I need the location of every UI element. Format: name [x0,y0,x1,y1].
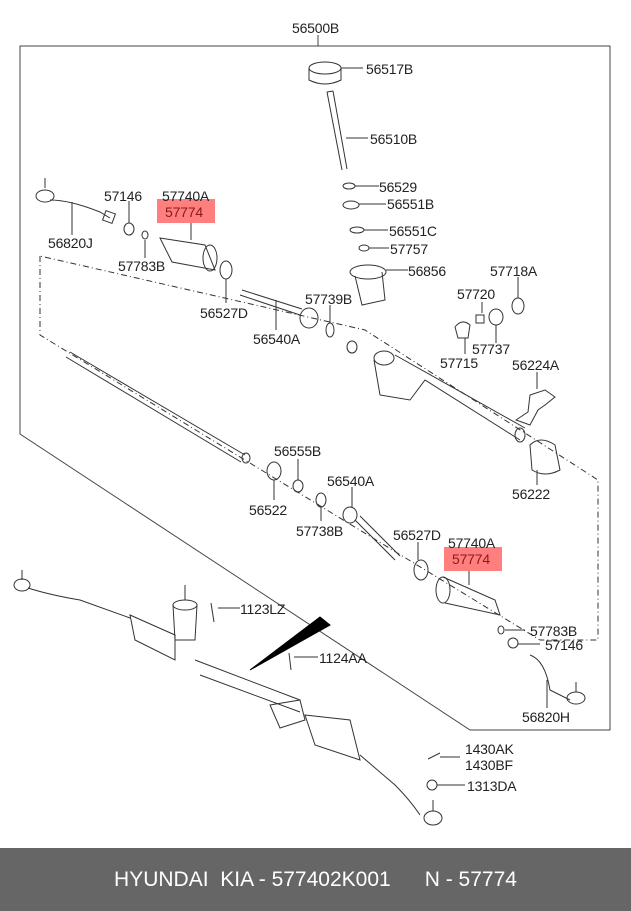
highlight-box-upper [157,199,215,223]
label-57738B[interactable]: 57738B [296,523,344,539]
label-56820J[interactable]: 56820J [48,235,93,251]
footer-brand-part: HYUNDAI KIA - 577402K001 [114,867,391,891]
nut-57146-upper [123,222,135,236]
label-57146-lower[interactable]: 57146 [545,637,583,653]
label-57739B[interactable]: 57739B [305,291,353,307]
bushing-56551B [342,200,360,210]
bolt-1124AA [288,652,292,671]
label-1313DA[interactable]: 1313DA [467,778,517,794]
yoke-57715 [454,321,471,339]
clip-57783B-upper [141,230,149,240]
cap-57757 [358,244,370,252]
label-56551B[interactable]: 56551B [387,196,435,212]
housing-tube [349,264,387,306]
label-57783B-upper[interactable]: 57783B [118,258,166,274]
bushing-56222 [529,439,561,475]
label-57774-upper[interactable]: 57774 [165,204,203,220]
clamp-56224A [514,389,556,426]
pin-1430AK [427,752,441,760]
label-56527D-upper[interactable]: 56527D [200,305,248,321]
boot-lower [435,576,501,616]
parts-diagram: 56500B 56517B 56510B 56529 56551B 56551C… [13,20,611,826]
ring-57738B [315,492,327,508]
label-57146-upper[interactable]: 57146 [104,188,142,204]
rack-bar [65,351,251,464]
spring-57720 [475,314,485,324]
assembly-frame [19,35,611,731]
part-number-footer: HYUNDAI KIA - 577402K001 N - 57774 [0,848,631,911]
assembled-steering-rack [13,570,443,826]
nut-1313DA [426,779,438,791]
label-56517B[interactable]: 56517B [366,61,414,77]
label-56510B[interactable]: 56510B [370,131,418,147]
tie-rod-end-upper [35,178,117,225]
label-57718A[interactable]: 57718A [490,263,538,279]
subassembly-dashed-frame [39,255,599,641]
label-56540A-upper[interactable]: 56540A [253,331,301,347]
label-57715[interactable]: 57715 [440,355,478,371]
nut-57146-lower [507,637,519,649]
label-57740A-upper[interactable]: 57740A [162,188,210,204]
label-56529[interactable]: 56529 [379,179,417,195]
pinion-shaft [326,90,348,171]
tie-rod-end-lower [529,654,586,705]
label-56224A[interactable]: 56224A [512,357,560,373]
clip-57783B-lower [497,625,505,635]
label-56540A-lower[interactable]: 56540A [327,473,375,489]
label-57737[interactable]: 57737 [472,341,510,357]
label-56551C[interactable]: 56551C [389,223,437,239]
label-56820H[interactable]: 56820H [522,709,570,725]
label-1124AA[interactable]: 1124AA [319,650,367,666]
washer-57739B [325,322,335,338]
inner-tie-rod-lower [342,506,401,561]
seal-56529 [342,182,356,190]
plug-57737 [488,308,504,326]
label-1430AK[interactable]: 1430AK [465,741,514,757]
rack-housing [373,350,526,443]
seal-56551C [349,226,365,234]
highlight-box-lower [444,547,502,571]
label-56527D-lower[interactable]: 56527D [393,527,441,543]
label-57757[interactable]: 57757 [390,241,428,257]
diagram-drawing [13,35,611,826]
label-1123LZ[interactable]: 1123LZ [240,601,286,617]
boot-upper [159,237,218,272]
nut-57718A [511,297,525,315]
bearing-56555B [292,479,304,493]
label-57740A-lower[interactable]: 57740A [448,535,496,551]
label-56522[interactable]: 56522 [249,502,287,518]
label-56500B[interactable]: 56500B [292,20,340,36]
label-57774-lower[interactable]: 57774 [452,551,490,567]
band-56527D-upper [219,260,233,280]
ring-upper [346,340,358,354]
band-56527D-lower [413,559,429,581]
footer-diagram-ref: N - 57774 [424,867,517,891]
inner-tie-rod-upper [239,289,319,329]
bolt-1123LZ [210,602,215,623]
label-57720[interactable]: 57720 [457,286,495,302]
label-56222[interactable]: 56222 [512,486,550,502]
assembly-pointer [249,616,331,671]
label-56555B[interactable]: 56555B [274,443,322,459]
label-57783B-lower[interactable]: 57783B [530,623,578,639]
label-1430BF[interactable]: 1430BF [465,757,513,773]
label-56856[interactable]: 56856 [408,263,446,279]
column-cap [308,61,342,85]
